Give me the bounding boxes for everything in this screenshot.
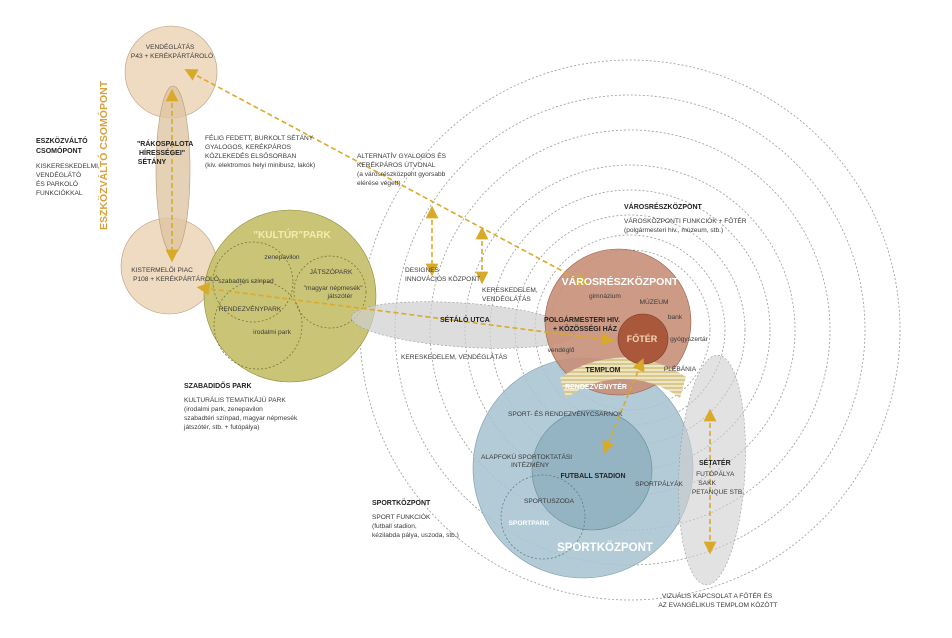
- gimnazium-label: gimnázium: [589, 293, 621, 300]
- kereskedelem-lower-label: KERESKEDELEM, VENDÉGLÁTÁS: [401, 352, 508, 361]
- varosreszkozpont-title: VÁROSRÉSZKÖZPONT: [624, 202, 703, 211]
- ring-4: [464, 164, 796, 496]
- kereskedelem-upper-label: KERESKEDELEM, VENDÉGLÁTÁS: [482, 287, 540, 303]
- sportpalyak-label: SPORTPÁLYÁK: [635, 479, 683, 488]
- kistermeloi-label: KISTERMELŐI PIAC P108 + KERÉKPÁRTÁROLÓ: [131, 265, 219, 283]
- zenepavilon-label: zenepavilon: [264, 254, 300, 261]
- setalo-utca-label: SÉTÁLÓ UTCA: [440, 315, 490, 324]
- arrow-setalo-utca: [196, 282, 615, 346]
- sportpark-label: SPORTPARK: [509, 520, 550, 527]
- foter-label: FŐTÉR: [627, 333, 658, 344]
- polgarmesteri-label: POLGÁRMESTERI HIV. + KÖZÖSSÉGI HÁZ: [544, 315, 622, 333]
- sportkozpont-desc: SPORT FUNKCIÓK (futball stadion, kézilab…: [372, 512, 459, 539]
- sportkozpont-big-label: SPORTKÖZPONT: [557, 541, 653, 554]
- rakospalota-desc: FÉLIG FEDETT, BURKOLT SÉTÁNY GYALOGOS, K…: [205, 133, 315, 169]
- eszkozvalto-desc: KISKERESKEDELMI, VENDÉGLÁTÓ ÉS PARKOLÓ F…: [36, 163, 102, 197]
- sportpark-subcircle: [500, 474, 586, 560]
- setater-desc: FUTÓPÁLYA SAKK PETANQUE STB.: [692, 469, 744, 496]
- bank-label: bank: [668, 314, 683, 321]
- varosreszkozpont-big-label: VÁROSRÉSZKÖZPONT: [562, 275, 679, 288]
- arrow-vendeglatas-varos: [184, 68, 589, 286]
- varosreszkozpont-desc: VÁROSKÖZPONTI FUNKCIÓK + FŐTÉR (polgárme…: [624, 216, 748, 234]
- arrow-foter-stadion: [602, 358, 645, 454]
- muzeum-label: MÚZEUM: [640, 297, 669, 306]
- connection-arrows: [165, 68, 717, 555]
- eszkozvalto-title: ESZKÖZVÁLTÓ CSOMÓPONT: [36, 136, 90, 155]
- vertical-title: ESZKÖZVÁLTÓ CSOMÓPONT: [97, 80, 110, 230]
- vendeglatas-label: VENDÉGLÁTÁS P43 + KERÉKPÁRTÁROLÓ: [131, 42, 213, 60]
- plebania-label: PLÉBÁNIA: [664, 364, 697, 373]
- rakospalota-ellipse: [155, 85, 191, 255]
- vendeglo-label: vendéglő: [548, 347, 575, 354]
- irodalmi-park-label: irodalmi park: [253, 329, 291, 336]
- setalo-utca-ellipse: [350, 301, 576, 349]
- kultur-park-title: "KULTÚR"PARK: [253, 228, 331, 241]
- futball-stadion-label: FUTBALL STADION: [560, 473, 625, 480]
- magyar-nepmesek-label: "magyar népmesék" játszótér: [304, 285, 365, 300]
- alternativ-label: ALTERNATÍV GYALOGOS ÉS KERÉKPÁROS ÚTVONA…: [357, 151, 448, 187]
- gyogyszertar-label: gyógyszertár: [670, 336, 709, 343]
- szabadteri-label: szabadtéri színpad: [218, 278, 274, 285]
- ring-1: [359, 59, 901, 601]
- rendezvenypark-label: RENDEZVÉNYPARK: [219, 304, 282, 313]
- sport-rendezvenycsarnok-label: SPORT- ÉS RENDEZVÉNYCSARNOK: [508, 409, 623, 418]
- futball-stadion-circle: [531, 409, 653, 531]
- designes-label: DESIGNES INNOVÁCIÓS KÖZPONT: [405, 267, 480, 283]
- sportuszoda-label: SPORTUSZODA: [524, 498, 575, 505]
- sportkozpont-title: SPORTKÖZPONT: [372, 498, 431, 507]
- szabadidos-title: SZABADIDŐS PARK: [184, 381, 252, 390]
- rakospalota-title: "RÁKOSPALOTA HÍRESSÉGEI" SÉTÁNY: [137, 139, 195, 166]
- jatszopark-label: JÁTSZÓPARK: [310, 267, 353, 276]
- templom-label: TEMPLOM: [586, 367, 621, 374]
- ring-5: [489, 189, 771, 471]
- rendezvenyter-label: RENDEZVÉNYTÉR: [565, 382, 627, 391]
- alapfoku-label: ALAPFOKÚ SPORTOKTATÁSI INTÉZMÉNY: [481, 452, 574, 469]
- vizualis-label: VIZUÁLIS KAPCSOLAT A FŐTÉR ÉS AZ EVANGÉL…: [658, 591, 777, 609]
- setater-title: SÉTATÉR: [699, 458, 731, 467]
- szabadidos-desc: KULTURÁLIS TEMATIKÁJÚ PARK (irodalmi par…: [183, 395, 299, 431]
